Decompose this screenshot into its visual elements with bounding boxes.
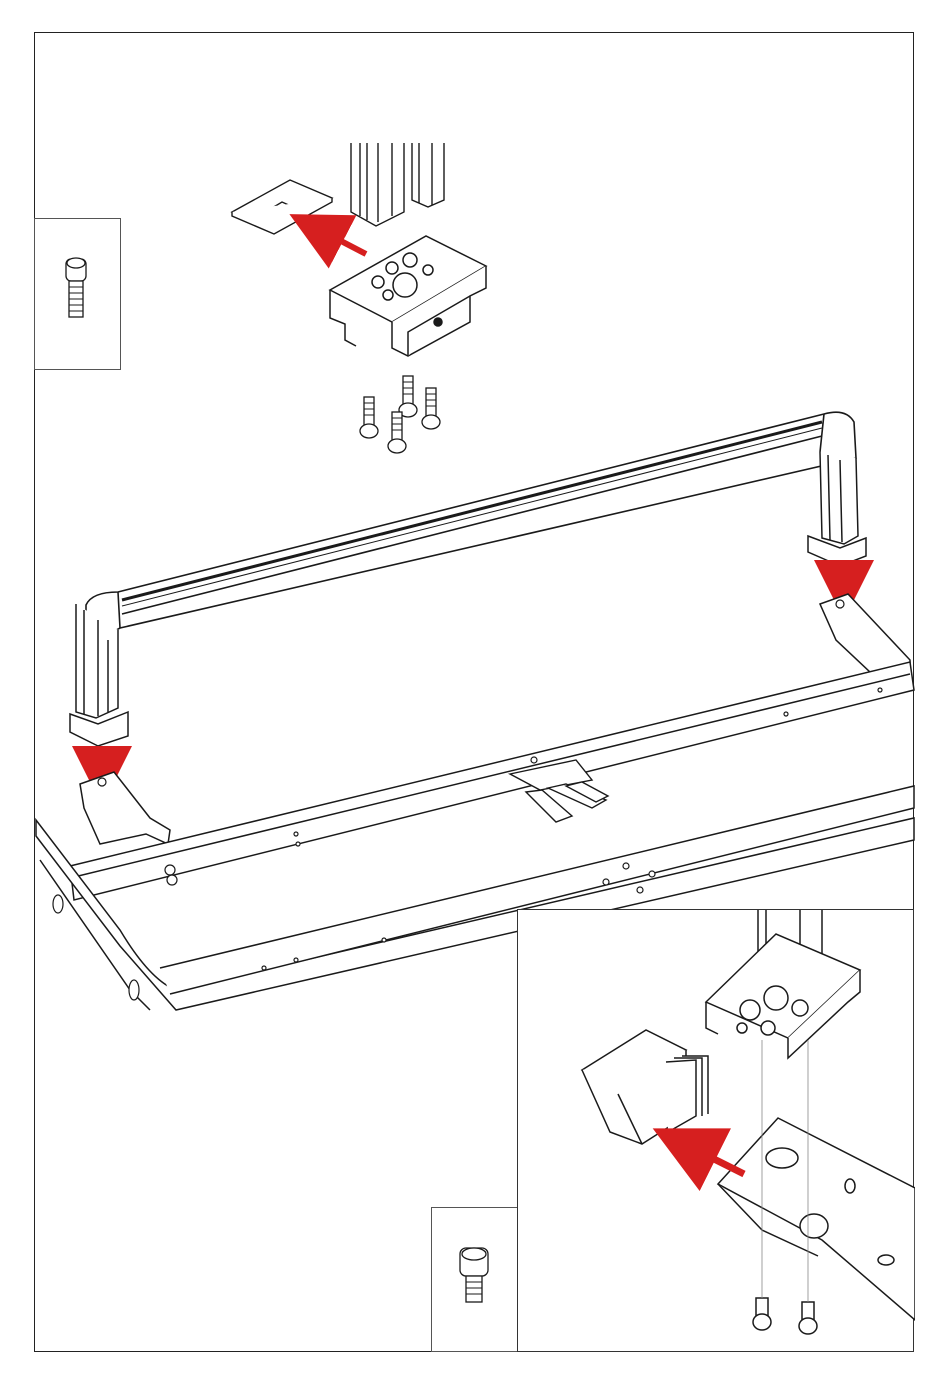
upright-profile-top — [351, 143, 444, 226]
right-leg — [808, 452, 866, 566]
end-cap-plate — [232, 180, 332, 234]
end-plug-insert-arrow — [684, 1144, 744, 1174]
socket-head-screw-icon — [35, 219, 122, 371]
end-cap-removal-arrow — [316, 228, 366, 254]
socket-head-screw-icon — [432, 1208, 520, 1353]
detail-drawing — [518, 910, 915, 1353]
detail-panel — [517, 909, 914, 1352]
clamp-block — [330, 236, 486, 356]
screw-callout-bottom — [431, 1207, 519, 1352]
top-rail — [86, 412, 856, 640]
screw-group — [360, 376, 440, 453]
screw-callout-top — [34, 218, 121, 370]
